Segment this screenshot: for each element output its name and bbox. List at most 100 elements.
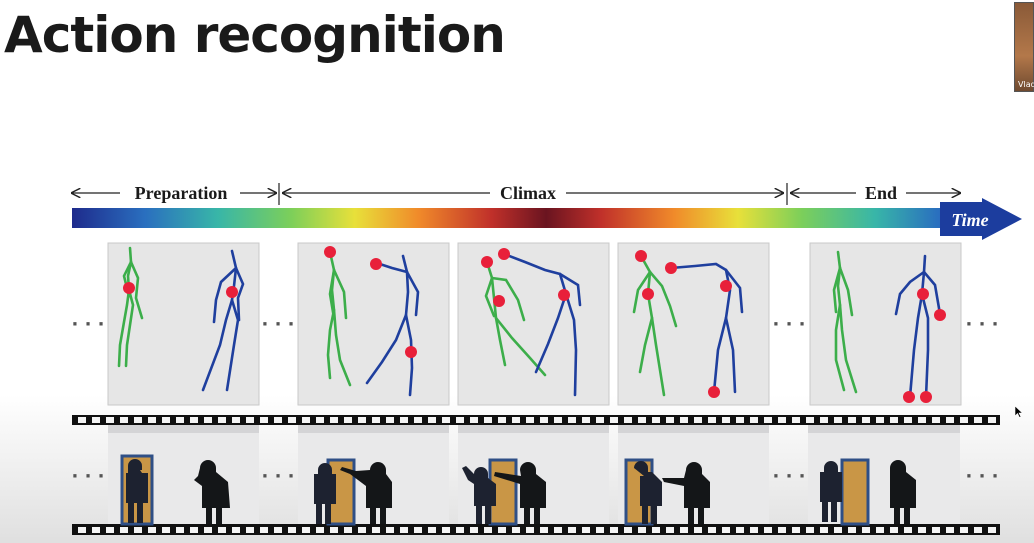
joint-highlight (642, 288, 654, 300)
sprocket-hole (652, 417, 660, 423)
joint-highlight (665, 262, 677, 274)
sprocket-hole (92, 527, 100, 533)
sprocket-hole (288, 417, 296, 423)
sprocket-hole (162, 417, 170, 423)
joint-highlight (370, 258, 382, 270)
sprocket-hole (666, 527, 674, 533)
sprocket-hole (218, 417, 226, 423)
sprocket-hole (708, 417, 716, 423)
time-gradient-bar (72, 208, 984, 228)
sprocket-hole (302, 417, 310, 423)
sprocket-hole (358, 527, 366, 533)
sprocket-hole (330, 527, 338, 533)
sprocket-hole (204, 417, 212, 423)
skeleton-panel (297, 242, 450, 406)
sprocket-hole (512, 527, 520, 533)
ellipsis: · · · (261, 314, 294, 335)
sprocket-hole (904, 417, 912, 423)
sprocket-hole (232, 417, 240, 423)
sprocket-hole (498, 417, 506, 423)
sprocket-hole (386, 527, 394, 533)
sprocket-hole (316, 527, 324, 533)
sprocket-hole (232, 527, 240, 533)
ellipsis: · · · (965, 466, 998, 487)
ellipsis: · · · (772, 466, 805, 487)
sprocket-hole (946, 527, 954, 533)
sprocket-hole (344, 527, 352, 533)
ellipsis: · · · (772, 314, 805, 335)
sprocket-hole (708, 527, 716, 533)
sprocket-hole (246, 417, 254, 423)
joint-highlight (226, 286, 238, 298)
sprocket-hole (274, 417, 282, 423)
ellipsis: · · · (965, 314, 998, 335)
sprocket-hole (610, 417, 618, 423)
video-frame (808, 425, 960, 526)
sprocket-hole (820, 527, 828, 533)
sprocket-hole (134, 417, 142, 423)
sprocket-hole (190, 417, 198, 423)
skeleton-panel (617, 242, 770, 406)
sprocket-hole (358, 417, 366, 423)
sprocket-hole (932, 527, 940, 533)
sprocket-hole (764, 417, 772, 423)
sprocket-hole (540, 527, 548, 533)
film-strip-top-edge (72, 415, 1000, 425)
ellipsis: · · · (71, 314, 104, 335)
sprocket-hole (778, 527, 786, 533)
sprocket-hole (554, 417, 562, 423)
phase-label-climax: Climax (500, 183, 556, 203)
sprocket-hole (624, 527, 632, 533)
sprocket-hole (190, 527, 198, 533)
sprocket-hole (988, 527, 996, 533)
participant-name: Vlad (1018, 80, 1034, 89)
sprocket-hole (974, 417, 982, 423)
sprocket-hole (372, 527, 380, 533)
sprocket-hole (274, 527, 282, 533)
sprocket-hole (442, 417, 450, 423)
sprocket-hole (638, 417, 646, 423)
sprocket-hole (876, 527, 884, 533)
sprocket-hole (456, 527, 464, 533)
sprocket-hole (428, 417, 436, 423)
sprocket-hole (792, 417, 800, 423)
sprocket-hole (764, 527, 772, 533)
ellipsis: · · · (261, 466, 294, 487)
sprocket-hole (540, 417, 548, 423)
sprocket-hole (806, 527, 814, 533)
sprocket-hole (316, 417, 324, 423)
time-arrow-head (940, 198, 1022, 240)
joint-highlight (324, 246, 336, 258)
joint-highlight (481, 256, 493, 268)
sprocket-hole (834, 417, 842, 423)
sprocket-hole (820, 417, 828, 423)
sprocket-hole (498, 527, 506, 533)
sprocket-hole (806, 417, 814, 423)
skeleton-panel (809, 242, 962, 406)
sprocket-hole (848, 527, 856, 533)
sprocket-hole (92, 417, 100, 423)
video-frame (298, 425, 449, 526)
joint-highlight (720, 280, 732, 292)
joint-highlight (903, 391, 915, 403)
sprocket-hole (946, 417, 954, 423)
sprocket-hole (148, 527, 156, 533)
joint-highlight (493, 295, 505, 307)
sprocket-hole (596, 527, 604, 533)
video-frame (618, 425, 769, 526)
sprocket-hole (526, 417, 534, 423)
sprocket-hole (470, 417, 478, 423)
sprocket-hole (176, 417, 184, 423)
sprocket-hole (344, 417, 352, 423)
sprocket-hole (330, 417, 338, 423)
phase-label-end: End (865, 183, 897, 203)
sprocket-hole (134, 527, 142, 533)
sprocket-hole (204, 527, 212, 533)
sprocket-hole (890, 417, 898, 423)
joint-highlight (498, 248, 510, 260)
sprocket-hole (638, 527, 646, 533)
sprocket-hole (246, 527, 254, 533)
skeleton-pair (832, 250, 942, 399)
sprocket-hole (372, 417, 380, 423)
sprocket-hole (610, 527, 618, 533)
